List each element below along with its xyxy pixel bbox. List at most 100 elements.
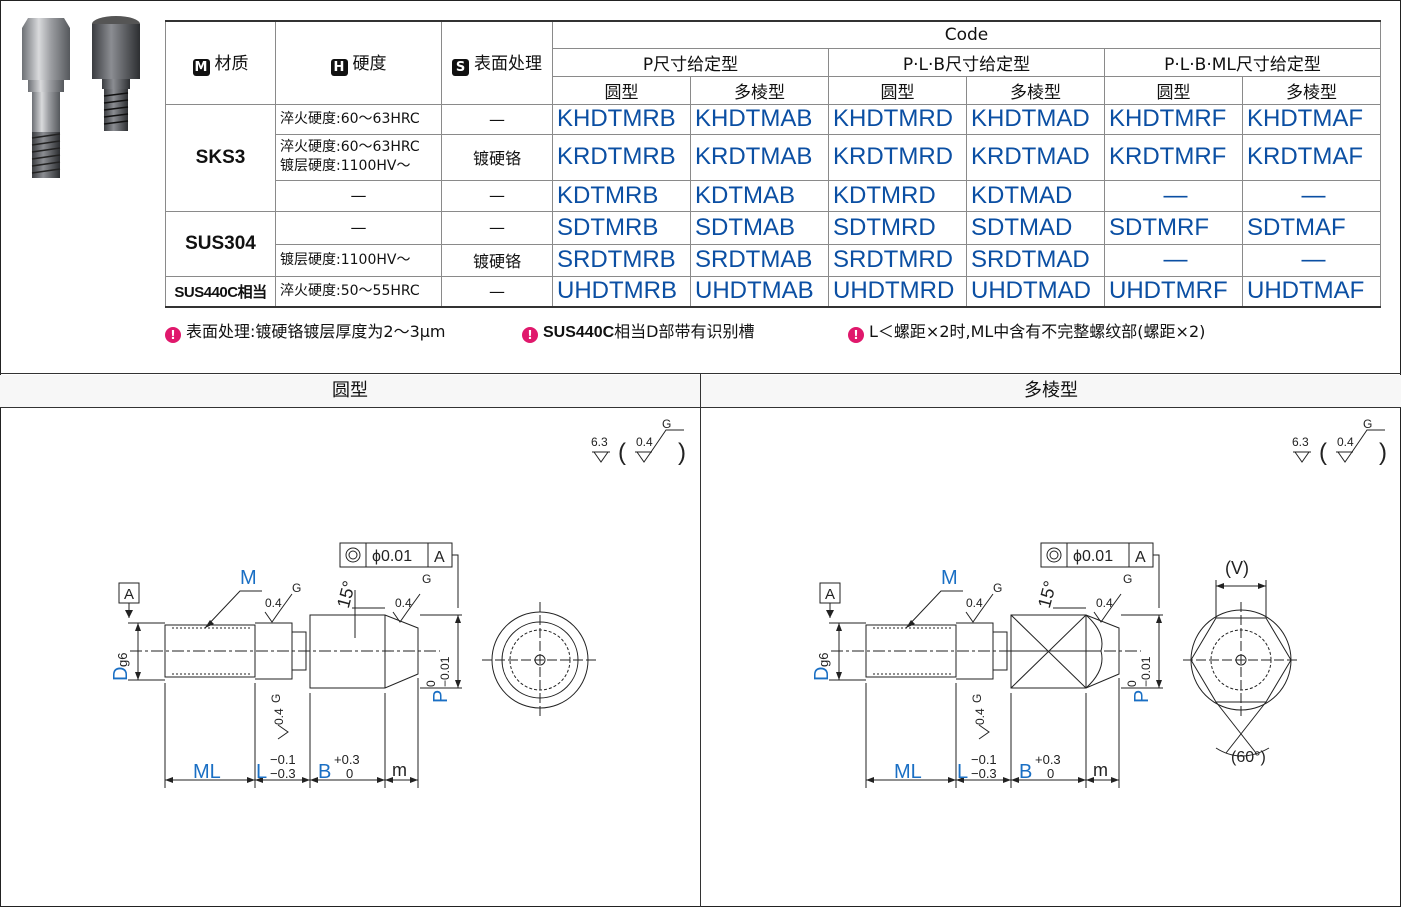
- code-cell[interactable]: UHDTMAB: [690, 275, 829, 308]
- material-cell: SUS440C相当: [165, 275, 276, 308]
- table-row: SUS440C相当 淬火硬度:50～55HRC — UHDTMRB UHDTMA…: [165, 275, 1381, 308]
- svg-text:D: D: [811, 667, 833, 681]
- svg-text:ML: ML: [894, 761, 922, 783]
- svg-text:0: 0: [1125, 680, 1139, 687]
- hardness-cell: 淬火硬度:50～55HRC: [275, 275, 442, 308]
- grind-mark: G: [422, 572, 431, 586]
- grind-mark: G: [292, 581, 301, 595]
- dim-m-small: m: [392, 760, 407, 780]
- code-cell[interactable]: KRDTMRF: [1104, 133, 1243, 181]
- table-row: SUS304 — — SDTMRB SDTMAB SDTMRD SDTMAD S…: [165, 210, 1381, 277]
- code-cell[interactable]: KRDTMAD: [966, 133, 1105, 181]
- dim-v-label: (V): [1225, 558, 1249, 578]
- code-cell[interactable]: KDTMRB: [552, 179, 691, 212]
- drawing-polygon: 6.3 0.4 G 0.4 G 0.4 G ( ) ϕ0.01 A A 15° …: [811, 417, 1387, 788]
- code-cell[interactable]: SRDTMRB: [552, 243, 691, 277]
- surface-cell: —: [441, 210, 553, 245]
- svg-text:0.4: 0.4: [272, 708, 286, 725]
- grind-mark: G: [662, 417, 671, 431]
- code-cell[interactable]: SDTMAF: [1242, 210, 1381, 245]
- code-cell: —: [1104, 179, 1243, 212]
- info-icon: !: [165, 327, 181, 343]
- svg-text:G: G: [993, 581, 1002, 595]
- code-cell[interactable]: KDTMAD: [966, 179, 1105, 212]
- code-cell[interactable]: KRDTMAF: [1242, 133, 1381, 181]
- code-cell: —: [1242, 243, 1381, 277]
- header-type: 多棱型: [1242, 75, 1381, 105]
- svg-text:): ): [1379, 439, 1387, 466]
- section-divider: [0, 373, 1401, 374]
- header-type: 圆型: [828, 75, 967, 105]
- code-cell[interactable]: SRDTMAB: [690, 243, 829, 277]
- datum-label: A: [434, 549, 445, 566]
- header-type: 多棱型: [966, 75, 1105, 105]
- datum-label: A: [124, 586, 134, 603]
- note-plating: !表面处理:镀硬铬镀层厚度为2～3μm: [165, 318, 446, 343]
- dim-m-label: M: [240, 567, 257, 589]
- svg-text:−0.1: −0.1: [270, 752, 296, 767]
- svg-text:0: 0: [1047, 766, 1054, 781]
- header-type: 多棱型: [690, 75, 829, 105]
- code-cell[interactable]: KHDTMRF: [1104, 103, 1243, 135]
- concentricity-value: ϕ0.01: [372, 548, 412, 565]
- surface-cell: —: [441, 103, 553, 135]
- table-row: — — KDTMRB KDTMAB KDTMRD KDTMAD — —: [166, 179, 1381, 212]
- svg-text:+0.3: +0.3: [1035, 752, 1061, 767]
- code-cell[interactable]: KRDTMRB: [552, 133, 691, 181]
- svg-text:L: L: [957, 761, 968, 783]
- header-type: 圆型: [1104, 75, 1243, 105]
- code-cell[interactable]: SRDTMAD: [966, 243, 1105, 277]
- info-icon: !: [522, 327, 538, 343]
- svg-text:(: (: [618, 439, 626, 466]
- roughness-value: 0.4: [636, 435, 653, 449]
- svg-text:m: m: [1093, 760, 1108, 780]
- dim-l-label: L: [256, 761, 267, 783]
- code-cell[interactable]: SDTMRB: [552, 210, 691, 245]
- info-icon: !: [848, 327, 864, 343]
- svg-text:0: 0: [424, 680, 438, 687]
- code-cell[interactable]: KHDTMAD: [966, 103, 1105, 135]
- svg-text:P: P: [1131, 690, 1153, 703]
- hardness-cell: —: [275, 179, 442, 212]
- code-cell[interactable]: UHDTMRB: [552, 275, 691, 308]
- header-group-plbml: P·L·B·ML尺寸给定型: [1104, 47, 1381, 77]
- code-cell[interactable]: KDTMAB: [690, 179, 829, 212]
- svg-text:0: 0: [346, 766, 353, 781]
- code-cell[interactable]: SRDTMRD: [828, 243, 967, 277]
- code-cell[interactable]: UHDTMRF: [1104, 275, 1243, 308]
- svg-text:A: A: [825, 586, 835, 603]
- code-cell[interactable]: KRDTMAB: [690, 133, 829, 181]
- code-cell[interactable]: KHDTMAF: [1242, 103, 1381, 135]
- surface-cell: —: [441, 275, 553, 308]
- code-cell[interactable]: KDTMRD: [828, 179, 967, 212]
- code-cell[interactable]: SDTMRF: [1104, 210, 1243, 245]
- svg-text:−0.01: −0.01: [1139, 656, 1153, 687]
- code-cell[interactable]: SDTMRD: [828, 210, 967, 245]
- code-cell[interactable]: KHDTMRD: [828, 103, 967, 135]
- header-type: 圆型: [552, 75, 691, 105]
- code-cell[interactable]: UHDTMRD: [828, 275, 967, 308]
- code-cell[interactable]: KRDTMRD: [828, 133, 967, 181]
- dim-p-label: P: [430, 690, 452, 703]
- svg-text:−0.1: −0.1: [971, 752, 997, 767]
- table-row: SKS3 淬火硬度:60～63HRC — KHDTMRB KHDTMAB KHD…: [165, 103, 1381, 212]
- dim-ml-label: ML: [193, 761, 221, 783]
- roughness-value: 0.4: [265, 596, 282, 610]
- code-cell[interactable]: UHDTMAF: [1242, 275, 1381, 308]
- surface-cell: 镀硬铬: [441, 243, 553, 277]
- code-cell[interactable]: KHDTMRB: [552, 103, 691, 135]
- surface-cell: —: [441, 179, 553, 212]
- svg-text:): ): [678, 439, 686, 466]
- dim-b-label: B: [318, 761, 331, 783]
- header-code: Code: [552, 20, 1381, 49]
- code-cell[interactable]: KHDTMAB: [690, 103, 829, 135]
- svg-text:g6: g6: [816, 653, 831, 667]
- code-cell[interactable]: SDTMAB: [690, 210, 829, 245]
- code-cell[interactable]: UHDTMAD: [966, 275, 1105, 308]
- svg-text:0.4: 0.4: [1096, 596, 1113, 610]
- code-cell[interactable]: SDTMAD: [966, 210, 1105, 245]
